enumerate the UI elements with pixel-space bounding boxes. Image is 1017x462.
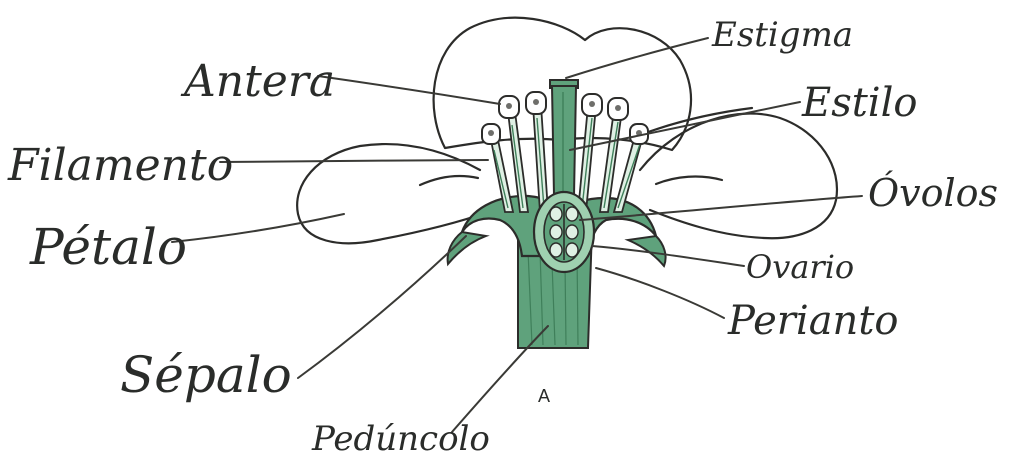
label-estigma: Estigma [711,15,853,55]
label-filamento: Filamento [7,140,233,191]
style [552,86,576,196]
label-ovario: Ovario [746,248,854,286]
label-pedunculo: Pedúncolo [311,419,490,459]
label-perianto: Perianto [727,298,898,344]
leader-estilo [570,102,800,150]
labels: Estigma Antera Estilo Filamento Óvolos P… [7,15,998,459]
label-ovulos: Óvolos [868,171,998,215]
petal-right [640,114,837,239]
label-antera: Antera [180,56,335,107]
leader-sepalo [298,236,466,378]
petal-left-crease [420,176,478,185]
leader-antera [318,76,500,104]
leader-perianto [596,268,724,318]
figure-letter: A [538,386,550,406]
label-petalo: Pétalo [29,218,187,276]
label-sepalo: Sépalo [120,346,292,404]
petal-right-crease [656,177,722,184]
leader-ovario [592,246,744,266]
petal-left [297,144,488,243]
label-estilo: Estilo [801,80,917,126]
leader-filamento [220,160,488,162]
leader-pedunculo [452,326,548,432]
